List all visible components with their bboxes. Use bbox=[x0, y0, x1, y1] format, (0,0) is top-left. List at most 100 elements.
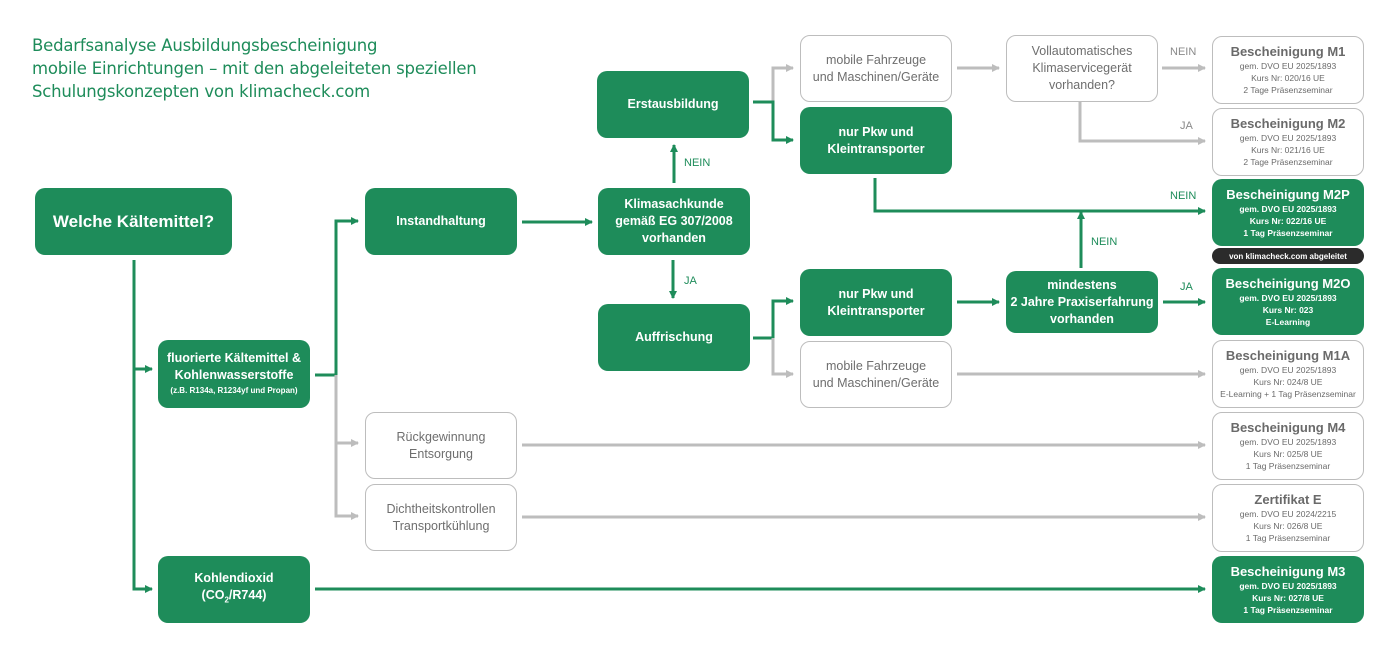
node-label: (CO2/R744) bbox=[202, 587, 267, 609]
title-line: Schulungskonzepten von klimacheck.com bbox=[32, 82, 371, 101]
node-label: Auffrischung bbox=[635, 330, 713, 344]
edge-erst-mobile bbox=[753, 64, 794, 104]
title-line: mobile Einrichtungen – mit den abgeleite… bbox=[32, 59, 477, 78]
node-label: vorhanden bbox=[642, 231, 706, 245]
certificate-m1: Bescheinigung M1 gem. DVO EU 2025/1893 K… bbox=[1212, 36, 1364, 104]
node-erstausbildung: Erstausbildung bbox=[597, 71, 749, 138]
node-label: Kohlendioxid bbox=[194, 571, 274, 586]
certificate-name: Bescheinigung M1A bbox=[1225, 348, 1351, 363]
node-label: vorhanden? bbox=[1048, 78, 1116, 92]
edge-start-fluor bbox=[132, 260, 153, 373]
certificate-format: E-Learning + 1 Tag Präsenzseminar bbox=[1220, 389, 1356, 399]
node-label: Vollautomatisches bbox=[1031, 44, 1133, 58]
certificate-m1a: Bescheinigung M1A gem. DVO EU 2025/1893 … bbox=[1212, 340, 1364, 408]
edge-label-ja: JA bbox=[1180, 120, 1193, 132]
node-label: nur Pkw und bbox=[838, 286, 914, 301]
edge-label-nein: NEIN bbox=[1091, 236, 1118, 248]
node-fluorierte-kaeltemittel: fluorierte Kältemittel & Kohlenwassersto… bbox=[158, 340, 310, 408]
co2-text: (CO bbox=[201, 588, 225, 603]
edge-label-ja: JA bbox=[1180, 281, 1193, 293]
node-label: und Maschinen/Geräte bbox=[812, 375, 940, 390]
node-label: Transportkühlung bbox=[392, 518, 490, 533]
certificate-m2: Bescheinigung M2 gem. DVO EU 2025/1893 K… bbox=[1212, 108, 1364, 176]
certificate-name: Bescheinigung M3 bbox=[1230, 563, 1346, 579]
node-kohlendioxid: Kohlendioxid (CO2/R744) bbox=[158, 556, 310, 623]
certificate-regulation: gem. DVO EU 2025/1893 bbox=[1239, 437, 1337, 447]
certificate-course: Kurs Nr: 022/16 UE bbox=[1249, 215, 1327, 226]
edge-label-nein: NEIN bbox=[1170, 190, 1197, 202]
certificate-regulation: gem. DVO EU 2025/1893 bbox=[1239, 292, 1337, 303]
edge-erst-pkw bbox=[753, 100, 794, 144]
edge-fluor-dicht bbox=[334, 443, 359, 520]
node-dichtheitskontrollen: Dichtheitskontrollen Transportkühlung bbox=[365, 484, 517, 551]
certificate-regulation: gem. DVO EU 2024/2215 bbox=[1239, 509, 1337, 519]
node-label: und Maschinen/Geräte bbox=[812, 69, 940, 84]
certificate-course: Kurs Nr: 027/8 UE bbox=[1252, 592, 1324, 603]
certificate-course: Kurs Nr: 020/16 UE bbox=[1251, 73, 1325, 83]
node-label: nur Pkw und bbox=[838, 124, 914, 139]
certificate-name: Bescheinigung M4 bbox=[1230, 420, 1346, 435]
node-label: mobile Fahrzeuge bbox=[825, 52, 927, 67]
node-label: Kleintransporter bbox=[827, 303, 925, 318]
node-start: Welche Kältemittel? bbox=[35, 188, 232, 255]
node-pkw-kleintransporter-erst: nur Pkw und Kleintransporter bbox=[800, 107, 952, 174]
certificate-regulation: gem. DVO EU 2025/1893 bbox=[1239, 133, 1337, 143]
edge-pkw-m2p bbox=[873, 178, 1206, 215]
node-label: Dichtheitskontrollen bbox=[386, 501, 496, 516]
certificate-format: 2 Tage Präsenzseminar bbox=[1243, 85, 1333, 95]
certificate-course: Kurs Nr: 025/8 UE bbox=[1253, 449, 1323, 459]
node-label: Kohlenwasserstoffe bbox=[174, 368, 294, 382]
node-rueckgewinnung-entsorgung: Rückgewinnung Entsorgung bbox=[365, 412, 517, 479]
certificate-format: 1 Tag Präsenzseminar bbox=[1245, 461, 1331, 471]
node-label: vorhanden bbox=[1050, 311, 1114, 326]
node-mobile-fahrzeuge-auff: mobile Fahrzeuge und Maschinen/Geräte bbox=[800, 341, 952, 408]
node-label: gemäß EG 307/2008 bbox=[615, 214, 733, 228]
certificate-name: Bescheinigung M2P bbox=[1226, 186, 1350, 202]
node-label: Kleintransporter bbox=[827, 141, 925, 156]
node-vollautomatisches-klimaservicegeraet: Vollautomatisches Klimaservicegerät vorh… bbox=[1006, 35, 1158, 102]
certificate-regulation: gem. DVO EU 2025/1893 bbox=[1239, 365, 1337, 375]
node-label: Klimaservicegerät bbox=[1032, 61, 1132, 75]
node-label: Klimasachkunde bbox=[624, 197, 724, 211]
node-instandhaltung: Instandhaltung bbox=[365, 188, 517, 255]
certificate-course: Kurs Nr: 026/8 UE bbox=[1253, 521, 1323, 531]
certificate-course: Kurs Nr: 023 bbox=[1262, 304, 1314, 315]
edge-voll-m2 bbox=[1078, 102, 1206, 145]
node-pkw-kleintransporter-auff: nur Pkw und Kleintransporter bbox=[800, 269, 952, 336]
certificate-zertifikat-e: Zertifikat E gem. DVO EU 2024/2215 Kurs … bbox=[1212, 484, 1364, 552]
certificate-name: Bescheinigung M1 bbox=[1230, 44, 1346, 59]
certificate-name: Zertifikat E bbox=[1254, 492, 1322, 507]
node-label: Rückgewinnung bbox=[396, 429, 486, 444]
node-label: mobile Fahrzeuge bbox=[825, 358, 927, 373]
certificate-format: 1 Tag Präsenzseminar bbox=[1243, 604, 1333, 615]
co2-text: /R744) bbox=[228, 588, 267, 603]
edge-fluor-rueck bbox=[334, 375, 359, 447]
certificate-format: 1 Tag Präsenzseminar bbox=[1245, 533, 1331, 543]
edge-label-nein: NEIN bbox=[684, 157, 711, 169]
certificate-name: Bescheinigung M2O bbox=[1225, 275, 1351, 291]
edge-auff-pkw bbox=[753, 297, 794, 340]
certificate-format: 1 Tag Präsenzseminar bbox=[1243, 227, 1333, 238]
edge-fluor-instand bbox=[315, 217, 359, 377]
certificate-course: Kurs Nr: 021/16 UE bbox=[1251, 145, 1325, 155]
certificate-regulation: gem. DVO EU 2025/1893 bbox=[1239, 61, 1337, 71]
certificate-course: Kurs Nr: 024/8 UE bbox=[1253, 377, 1323, 387]
node-label: 2 Jahre Praxiserfahrung bbox=[1010, 294, 1154, 309]
certificate-format: E-Learning bbox=[1265, 316, 1311, 327]
certificate-m3: Bescheinigung M3 gem. DVO EU 2025/1893 K… bbox=[1212, 556, 1364, 623]
certificate-name: Bescheinigung M2 bbox=[1230, 116, 1346, 131]
certificate-m2o: Bescheinigung M2O gem. DVO EU 2025/1893 … bbox=[1212, 268, 1364, 335]
node-klimasachkunde: Klimasachkunde gemäß EG 307/2008 vorhand… bbox=[598, 188, 750, 255]
co2-subscript: 2 bbox=[224, 595, 229, 605]
certificate-format: 2 Tage Präsenzseminar bbox=[1243, 157, 1333, 167]
certificate-m4: Bescheinigung M4 gem. DVO EU 2025/1893 K… bbox=[1212, 412, 1364, 480]
title-line: Bedarfsanalyse Ausbildungsbescheinigung bbox=[32, 36, 378, 55]
edge-start-co2 bbox=[132, 369, 153, 593]
certificate-m2p: Bescheinigung M2P gem. DVO EU 2025/1893 … bbox=[1212, 179, 1364, 246]
node-label: mindestens bbox=[1047, 277, 1117, 292]
edge-label-nein: NEIN bbox=[1170, 46, 1197, 58]
edge-auff-mobile bbox=[771, 338, 794, 378]
diagram-title: Bedarfsanalyse Ausbildungsbescheinigung … bbox=[32, 34, 477, 103]
node-auffrischung: Auffrischung bbox=[598, 304, 750, 371]
